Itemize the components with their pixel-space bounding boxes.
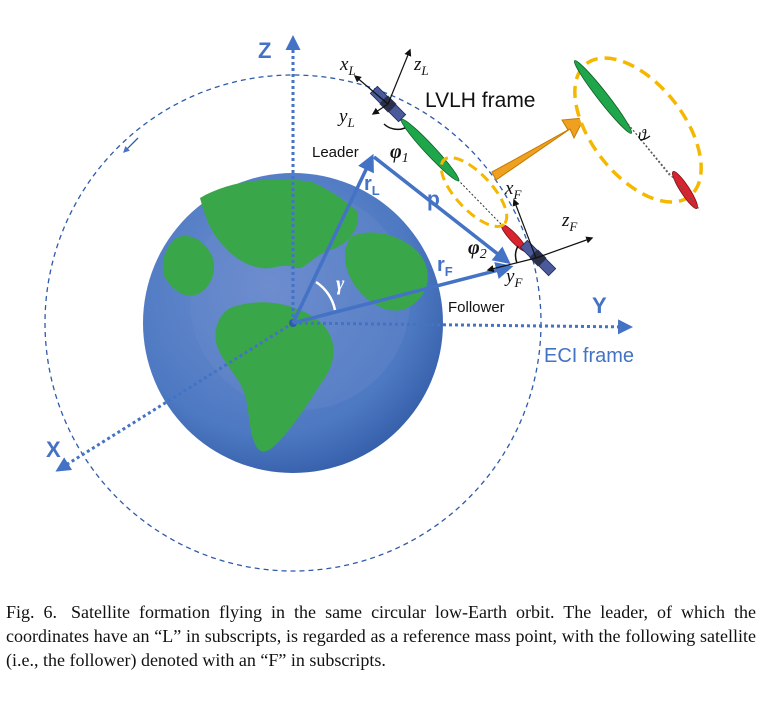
follower-y-label: yF (504, 266, 523, 290)
leader-x-label: xL (339, 54, 356, 78)
leader-z-label: zL (413, 54, 429, 78)
inset-axis-line (627, 123, 671, 177)
phi2-arc (514, 245, 519, 264)
leader-label: Leader (312, 144, 359, 161)
rL-vector (291, 153, 374, 324)
orbit-direction-arrow (123, 137, 139, 153)
follower-z-label: zF (561, 210, 578, 234)
rL-label: rL (364, 173, 380, 198)
leader-body (400, 118, 460, 182)
leader-y-label: yL (337, 106, 355, 130)
follower-satellite-icon (519, 239, 557, 277)
rF-label: rF (437, 254, 453, 279)
phi2-label: φ2 (468, 237, 487, 262)
leader-z-axis (387, 48, 412, 105)
inset-reference-line (627, 123, 701, 211)
y-axis-label: Y (592, 293, 607, 318)
rF-vector (292, 262, 514, 325)
inset-follower-body (672, 170, 698, 210)
caption-label: Fig. 6. (6, 602, 58, 622)
orbit-circle (44, 74, 542, 572)
x-axis (55, 321, 294, 472)
leader-y-axis (371, 103, 389, 115)
x-axis-label: X (46, 437, 61, 462)
follower-y-axis (486, 257, 537, 273)
satellite-formation-diagram: Z Y X ECI frame rL rF p γ xL zL yL LVLH … (44, 35, 703, 572)
p-vector (372, 155, 511, 265)
highlight-ellipse-small (439, 156, 509, 228)
zoom-inset: ϑ (573, 56, 703, 211)
zoom-arrow (491, 117, 585, 181)
lvlh-frame-label: LVLH frame (425, 89, 536, 112)
follower-x-label: xF (504, 178, 522, 202)
follower-label: Follower (448, 299, 505, 316)
follower-x-axis (512, 198, 537, 259)
follower-z-axis (535, 236, 594, 259)
inset-leader-body (574, 60, 632, 134)
gamma-arc (315, 280, 337, 311)
phi1-arc (383, 123, 406, 131)
caption-text: Satellite formation flying in the same c… (6, 602, 756, 670)
eci-frame-label: ECI frame (544, 345, 634, 367)
theta-arc (639, 135, 651, 141)
figure-caption: Fig. 6.Satellite formation flying in the… (6, 600, 756, 672)
leader-x-axis (353, 75, 389, 105)
leader-follower-link (387, 107, 535, 259)
phi1-label: φ1 (390, 141, 409, 166)
z-axis-label: Z (258, 38, 271, 63)
p-label: p (427, 188, 440, 211)
gamma-label: γ (336, 273, 345, 295)
y-axis (292, 319, 633, 335)
theta-label: ϑ (638, 127, 647, 144)
